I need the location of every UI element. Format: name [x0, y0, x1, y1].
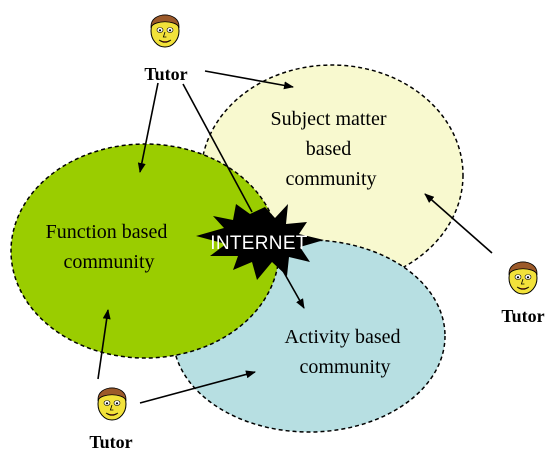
subject-label-line-1: Subject matter: [270, 108, 386, 130]
arrow-top-tutor-to-subject: [204, 70, 294, 90]
internet-label: INTERNET: [210, 233, 307, 254]
tutor-right-label: Tutor: [501, 306, 544, 326]
line-top-tutor-to-internet: [182, 83, 253, 213]
arrow-bottom-tutor-to-activity: [139, 370, 256, 404]
subject-community-label: Subject matter based community: [270, 108, 391, 190]
subject-label-line-3: community: [285, 168, 376, 190]
function-label-line-1: Function based: [46, 221, 168, 243]
connector-arrows: [97, 70, 493, 404]
activity-label-line-1: Activity based: [284, 326, 400, 348]
arrow-right-tutor-to-subject: [424, 193, 493, 254]
activity-label-line-2: community: [299, 356, 390, 378]
arrow-top-tutor-to-function: [137, 82, 159, 173]
tutor-top-label: Tutor: [144, 64, 187, 84]
function-community-label: Function based community: [46, 221, 173, 273]
activity-community-label: Activity based community: [284, 326, 405, 378]
internet-starburst: [196, 204, 324, 280]
tutor-bottom-left-face-icon: [97, 387, 127, 421]
arrow-bottom-tutor-to-function: [97, 309, 111, 380]
subject-label-line-2: based: [306, 138, 352, 160]
tutor-top-face-icon: [150, 14, 180, 48]
function-label-line-2: community: [63, 251, 154, 273]
tutor-right-face-icon: [508, 261, 538, 295]
tutor-bottom-left-label: Tutor: [89, 432, 132, 452]
